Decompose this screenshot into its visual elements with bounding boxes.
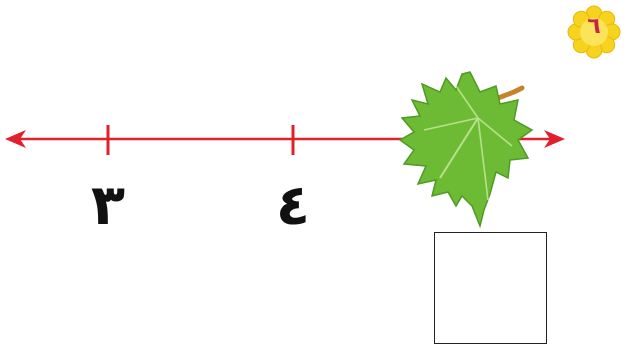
tick-label-4: ٤ [275,173,311,238]
page-number: ٦ [587,14,601,39]
leaf-blade [398,71,534,229]
left-arrow-head [5,130,26,148]
leaf-vein-right [477,117,513,147]
leaf-vein-up [455,85,479,119]
right-arrow-head [544,130,565,148]
leaf-vein-main [439,117,479,179]
flower-icon [567,5,621,59]
maple-leaf-icon [398,71,534,229]
tick-label-3: ٣ [90,173,126,238]
leaf-vein-down [477,117,489,201]
page-number-badge: ٦ [566,4,622,60]
leaf-vein-left [423,117,479,131]
answer-box[interactable] [434,232,547,344]
